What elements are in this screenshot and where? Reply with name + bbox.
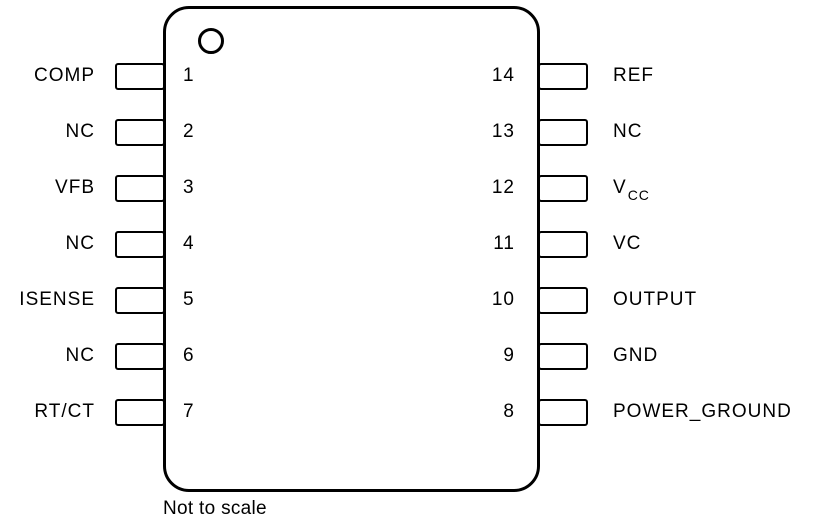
pin-box-14: [538, 63, 588, 90]
pin-number-2: 2: [183, 121, 195, 142]
pin-label-nc-13-text: NC: [613, 121, 643, 142]
pin-label-isense: ISENSE: [19, 289, 95, 310]
pin-number-14: 14: [491, 65, 515, 86]
pin-box-4: [115, 231, 165, 258]
pin-label-gnd-text: GND: [613, 345, 659, 366]
pin-label-rtct: RT/CT: [34, 401, 95, 422]
pin-label-vcc-text: V: [613, 177, 627, 198]
pin-box-12: [538, 175, 588, 202]
pin-box-6: [115, 343, 165, 370]
pin-label-nc-6: NC: [65, 345, 95, 366]
pin-number-5: 5: [183, 289, 195, 310]
pin1-indicator-icon: [198, 28, 224, 54]
pin-box-1: [115, 63, 165, 90]
pin-label-nc-2: NC: [65, 121, 95, 142]
pin-label-ref: REF: [613, 65, 813, 87]
pin-label-vcc-sub: CC: [627, 186, 650, 203]
pin-number-11: 11: [493, 233, 515, 254]
pin-number-8: 8: [503, 401, 515, 422]
pin-label-output: OUTPUT: [613, 289, 813, 311]
pin-number-9: 9: [503, 345, 515, 366]
chip-body: [163, 6, 540, 492]
pin-number-7: 7: [183, 401, 195, 422]
pin-number-10: 10: [491, 289, 515, 310]
pin-number-12: 12: [491, 177, 515, 198]
pin-label-power-ground: POWER_GROUND: [613, 401, 813, 423]
pin-label-vc: VC: [613, 233, 813, 255]
pin-label-vc-text: VC: [613, 233, 642, 254]
pin-number-13: 13: [491, 121, 515, 142]
pin-label-gnd: GND: [613, 345, 813, 367]
pin-label-output-text: OUTPUT: [613, 289, 698, 310]
pin-box-8: [538, 399, 588, 426]
pin-label-nc-4: NC: [65, 233, 95, 254]
pin-box-11: [538, 231, 588, 258]
pin-box-13: [538, 119, 588, 146]
pin-box-2: [115, 119, 165, 146]
pin-label-power-ground-text: POWER_GROUND: [613, 401, 792, 422]
pin-label-nc-13: NC: [613, 121, 813, 143]
pin-box-9: [538, 343, 588, 370]
pin-number-6: 6: [183, 345, 195, 366]
pin-box-5: [115, 287, 165, 314]
pin-number-1: 1: [183, 65, 195, 86]
pin-label-comp: COMP: [34, 65, 95, 86]
pin-label-ref-text: REF: [613, 65, 654, 86]
not-to-scale-caption: Not to scale: [163, 498, 267, 519]
pin-box-3: [115, 175, 165, 202]
pin-box-7: [115, 399, 165, 426]
pin-number-4: 4: [183, 233, 195, 254]
pin-box-10: [538, 287, 588, 314]
pin-label-vfb: VFB: [55, 177, 95, 198]
pin-number-3: 3: [183, 177, 195, 198]
pin-label-vcc: VCC: [613, 177, 813, 203]
